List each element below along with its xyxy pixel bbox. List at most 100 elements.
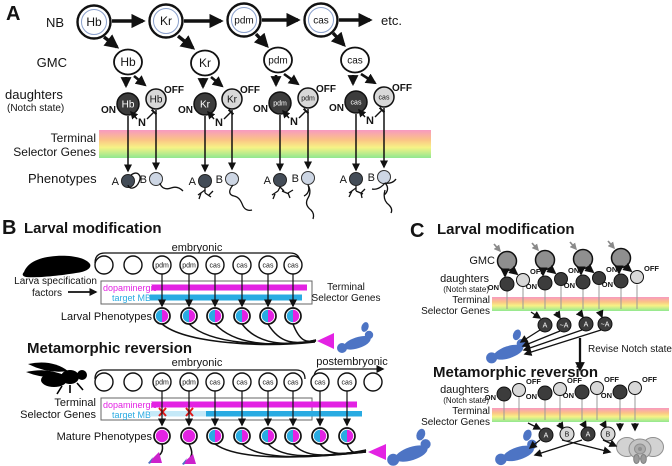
svg-text:~A: ~A (560, 323, 569, 330)
gmc-row-c (493, 240, 633, 278)
svg-text:pdm: pdm (155, 380, 169, 387)
svg-text:N: N (366, 115, 374, 127)
panel-c-letter: C (410, 220, 424, 242)
nb-row: Hb Kr pdm cas (76, 2, 339, 40)
svg-text:pdm: pdm (182, 263, 196, 270)
row-label-nb: NB (46, 15, 64, 30)
gmc-cell-kr: Kr (190, 49, 220, 77)
terminal-selector-band (99, 130, 431, 158)
embryonic-label: embryonic (172, 242, 223, 254)
dendrite-claw-icon (368, 444, 386, 460)
nb-cell-pdm: pdm (226, 2, 262, 38)
nb-cell-cas: cas (303, 2, 339, 38)
terminal-selector-left-label-1: Terminal (54, 397, 96, 409)
svg-text:cas: cas (347, 56, 363, 67)
target-mb-label: target MB (112, 293, 151, 303)
neuron-a-drawing (197, 188, 214, 200)
neuron-b-drawing (371, 178, 397, 214)
target-mb-bar (150, 294, 302, 301)
larval-phenotype-dot (206, 307, 224, 325)
fly-silhouette-icon (26, 362, 87, 395)
larval-phenotype-dot (259, 307, 277, 325)
larval-phenotype-dot (180, 307, 198, 325)
svg-text:pdm: pdm (155, 263, 169, 270)
svg-text:A: A (340, 174, 348, 186)
fate-circles-c1: A ~A A ~A (537, 316, 613, 333)
notch-n-label: N (138, 117, 146, 129)
svg-text:ON: ON (601, 391, 612, 400)
terminal-label-1: Terminal (51, 131, 96, 145)
mature-phenotypes-label: Mature Phenotypes (57, 431, 153, 443)
svg-text:ON: ON (568, 266, 579, 275)
svg-text:ON: ON (485, 393, 496, 402)
neuron-b-drawing (159, 182, 184, 192)
terminal-label-c2-2: Selector Genes (421, 417, 490, 428)
terminal-selector-label-2: Selector Genes (312, 293, 381, 304)
svg-text:OFF: OFF (567, 376, 582, 385)
dopaminergic-bar (152, 284, 307, 291)
gmc-cell (496, 250, 518, 272)
terminal-selector-band-c1 (492, 297, 669, 311)
fate-to-mb-lines-c1 (519, 329, 602, 356)
neuron-b-drawing (229, 184, 253, 212)
terminal-selector-left-label-2: Selector Genes (20, 409, 96, 421)
mature-phenotype-dot (259, 427, 277, 445)
terminal-selector-band-c2 (492, 408, 669, 422)
row-label-phenotypes: Phenotypes (28, 171, 97, 186)
svg-text:Hb: Hb (150, 95, 163, 106)
nb-cell-hb: Hb (76, 4, 112, 40)
larval-phenotype-dot (233, 307, 251, 325)
svg-text:Hb: Hb (86, 15, 102, 29)
svg-text:ON: ON (526, 282, 537, 291)
svg-text:N: N (290, 116, 298, 128)
terminal-label-c2: Selector Genes (421, 306, 490, 317)
larval-phenotype-dots (153, 307, 302, 325)
larval-modification-title-c: Larval modification (437, 221, 575, 238)
mushroom-body-icon (337, 321, 374, 353)
svg-text:Kr: Kr (227, 95, 238, 106)
svg-text:cas: cas (210, 380, 221, 387)
band-to-fate-arrows-c1 (530, 309, 604, 320)
panel-b: B Larval modification embryonic Larva sp… (2, 217, 431, 466)
mature-phenotype-dots (153, 427, 356, 445)
fate-circles-c2: A B A B (538, 426, 616, 443)
svg-text:Kr: Kr (199, 56, 211, 70)
larva-factors-label-2: factors (32, 288, 62, 299)
gmc-row: Hb Kr pdm cas (113, 46, 370, 77)
svg-text:ON: ON (563, 391, 574, 400)
svg-text:cas: cas (288, 380, 299, 387)
embryonic-cell-row: pdm pdm cas cas cas cas (94, 255, 303, 275)
daughter-stub-lines-c1 (506, 284, 638, 309)
svg-text:cas: cas (379, 95, 390, 102)
svg-text:cas: cas (315, 380, 326, 387)
mature-phenotype-convergence-curves (155, 443, 367, 459)
svg-text:cas: cas (342, 380, 353, 387)
svg-text:B: B (565, 432, 570, 439)
specification-arrows (493, 240, 615, 253)
daughter-output-arrows (124, 108, 388, 173)
svg-text:Hb: Hb (122, 100, 135, 111)
on-label: ON (101, 105, 116, 116)
svg-text:dopaminergic: dopaminergic (103, 400, 158, 410)
svg-text:cas: cas (237, 380, 248, 387)
svg-text:B: B (606, 432, 611, 439)
daughters-row: Hb Hb ON OFF N Kr Kr ON OFF N pdm pdm ON… (101, 83, 412, 129)
svg-text:ON: ON (526, 392, 537, 401)
metamorphic-cell-row: pdm pdm cas cas cas cas cas cas (94, 372, 383, 392)
etc-label: etc. (381, 13, 402, 28)
gmc-cell-cas: cas (340, 46, 370, 74)
svg-text:OFF: OFF (526, 377, 541, 386)
neuron-a-drawing (127, 172, 141, 189)
notch-state-label-c2: (Notch state) (443, 396, 489, 405)
svg-text:B: B (216, 174, 223, 186)
svg-text:OFF: OFF (316, 84, 336, 95)
brain-icon (616, 437, 664, 464)
daughter-pair-hb: Hb Hb ON OFF N (101, 85, 184, 129)
svg-text:ON: ON (606, 265, 617, 274)
svg-text:OFF: OFF (642, 375, 657, 384)
row-label-notch-state: (Notch state) (7, 103, 64, 114)
svg-text:B: B (140, 174, 147, 186)
larval-phenotype-convergence-curves (161, 323, 317, 346)
